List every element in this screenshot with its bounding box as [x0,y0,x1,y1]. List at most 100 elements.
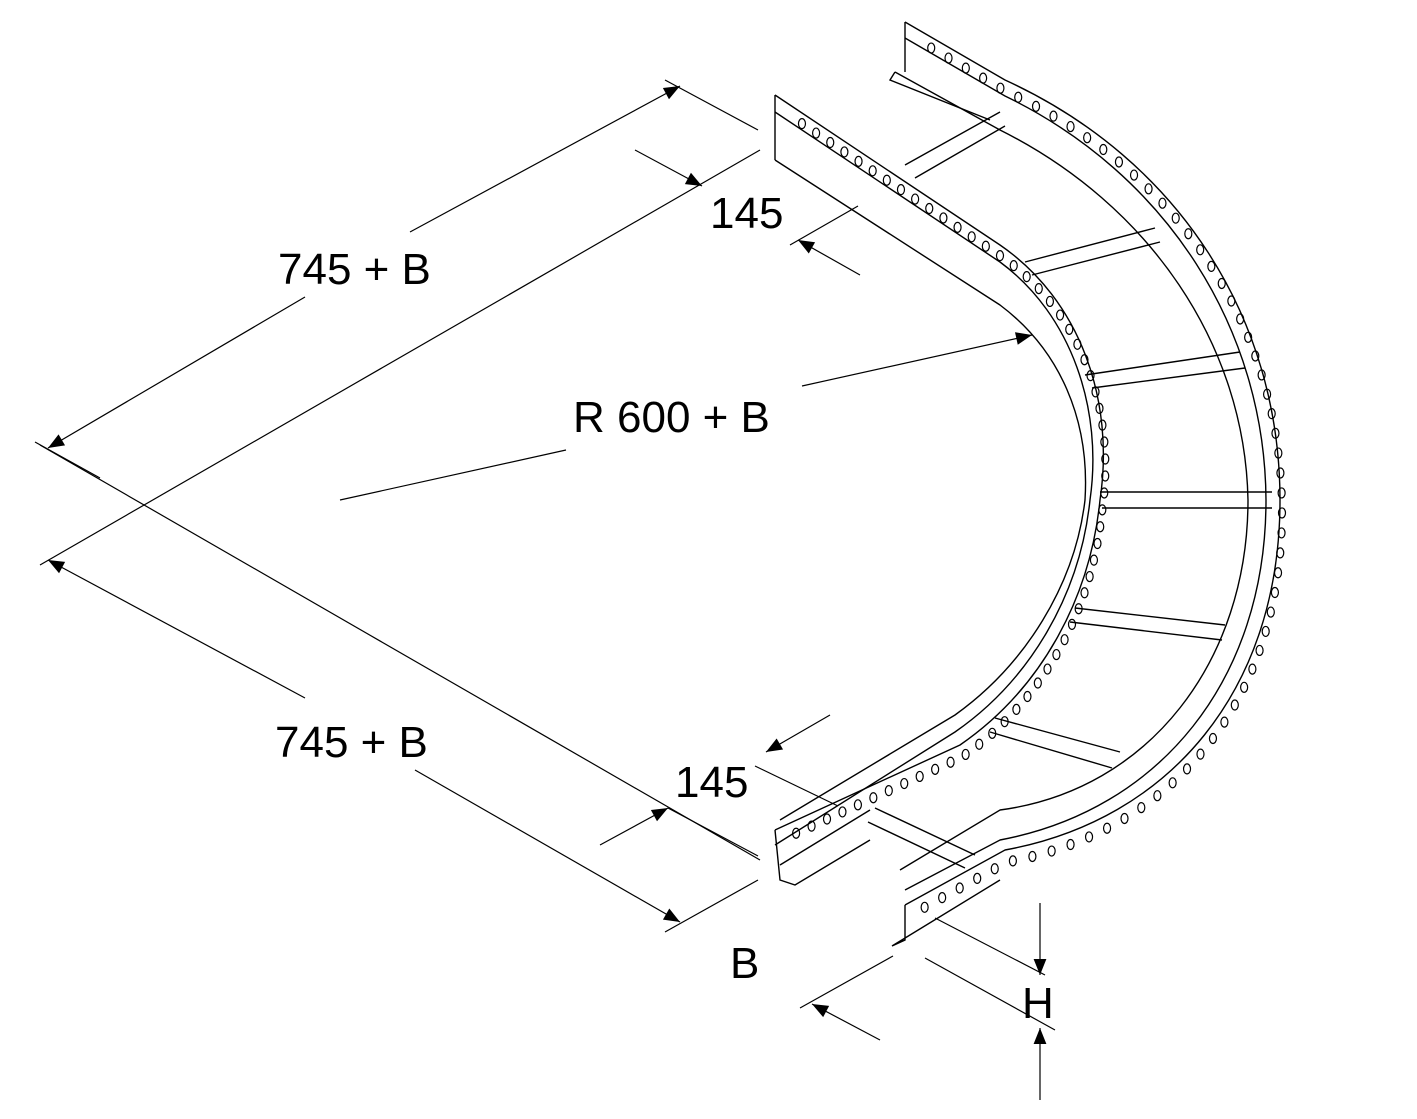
label-bottom-offset: 145 [675,758,748,807]
perforation-hole [1277,507,1287,519]
dimension-width [799,955,1056,1041]
perforation-hole [1114,156,1124,168]
perforation-hole [1089,554,1099,566]
perforation-hole [1153,790,1162,802]
perforation-hole [1257,369,1266,381]
perforation-hole [1080,587,1089,599]
perforation-hole [1098,419,1107,431]
perforation-hole [1031,100,1041,112]
rung [867,807,976,869]
perforation-hole [1137,802,1146,814]
perforation-hole [1049,110,1058,122]
label-height: H [1022,979,1054,1028]
perforation-hole [1120,812,1129,825]
perforation-hole [996,82,1005,94]
perforation-hole [979,72,988,84]
perforation-hole [1220,716,1229,728]
perforation-hole [882,174,891,186]
perforation-hole [1028,850,1037,863]
label-top-length: 745 + B [278,245,431,294]
rung [1069,607,1226,641]
perforation-hole [1244,331,1253,343]
perforation-hole [1045,295,1055,308]
perforation-hole [1086,370,1095,382]
perforation-hole [1182,763,1192,775]
perforation-hole [975,738,984,750]
perforation-hole [1098,504,1107,516]
perforation-hole [1065,323,1074,335]
perforation-hole [1207,260,1216,273]
perforation-hole [1196,748,1205,760]
perforation-hole [990,863,999,875]
perforation-hole [1073,338,1082,350]
perforation-hole [1171,212,1180,224]
perforation-hole [900,777,909,790]
perforation-hole [868,165,877,177]
rung [1084,351,1246,389]
rail-perforation-holes [792,42,1287,913]
perforation-hole [1274,447,1283,459]
perforation-hole [920,901,929,913]
perforation-hole [1083,132,1092,144]
dimension-bottom-offset [599,714,839,857]
perforation-hole [925,202,934,215]
perforation-hole [869,792,878,804]
perforation-hole [1008,855,1017,867]
perforation-hole [1270,586,1280,599]
perforation-hole [822,813,832,825]
perforation-hole [1262,388,1272,400]
perforation-hole [1093,537,1102,550]
perforation-hole [939,212,948,224]
perforation-hole [1276,467,1285,479]
label-width: B [730,939,759,988]
perforation-hole [938,892,947,904]
perforation-hole [884,785,893,797]
perforation-hole [1095,402,1104,415]
perforation-hole [911,193,920,205]
perforation-hole [1266,606,1275,618]
perforation-hole [840,146,849,158]
perforation-hole [961,62,970,74]
perforation-hole [1012,703,1021,715]
perforation-hole [1230,699,1239,711]
perforation-hole [812,127,821,139]
perforation-hole [961,748,970,761]
perforation-hole [1067,618,1077,630]
perforation-hole [797,118,807,130]
perforation-hole [896,184,906,196]
perforation-hole [1101,453,1110,465]
perforation-hole [1085,570,1094,583]
perforation-hole [1102,822,1112,834]
perforation-hole [1184,228,1193,240]
perforation-hole [1096,521,1105,533]
perforation-hole [995,250,1005,262]
construction-line [39,444,761,861]
perforation-hole [1043,663,1052,675]
rung [1024,227,1161,276]
perforation-hole [953,221,962,233]
perforation-hole [1055,309,1065,321]
perforation-hole [1261,625,1270,638]
perforation-hole [1273,567,1283,579]
perforation-hole [1255,644,1264,657]
rung [1100,491,1272,509]
perforation-hole [1240,681,1249,693]
perforation-hole [1251,350,1260,362]
perforation-hole [1217,277,1226,290]
perforation-hole [1101,470,1110,482]
perforation-hole [981,240,990,252]
perforation-hole [1277,527,1286,539]
rung [904,111,1006,179]
perforation-hole [1099,143,1108,156]
perforation-hole [1100,487,1109,499]
ladder-outer-rail [888,21,1281,947]
perforation-hole [946,756,955,768]
perforation-hole [1267,408,1276,420]
perforation-hole [1060,634,1069,646]
perforation-hole [1033,677,1042,689]
dimension-radius [339,332,1033,501]
dimension-top-offset [634,149,861,276]
perforation-hole [1236,313,1245,325]
